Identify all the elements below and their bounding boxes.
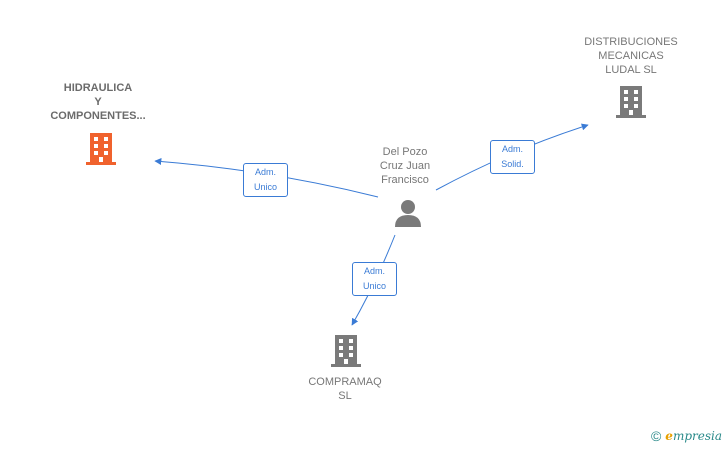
company-label-distribuciones[interactable]: DISTRIBUCIONES MECANICAS LUDAL SL (563, 35, 699, 77)
label-line: Francisco (381, 174, 429, 186)
edge-label-hidraulica[interactable]: Adm. Unico (243, 163, 288, 197)
label-line: COMPRAMAQ (308, 376, 382, 388)
brand-name: empresia (665, 429, 722, 443)
label-line: DISTRIBUCIONES (584, 36, 678, 48)
brand-rest: mpresia (672, 429, 722, 443)
edge-label-line: Unico (253, 182, 277, 192)
label-line: COMPONENTES... (50, 110, 146, 122)
person-icon[interactable] (393, 198, 423, 228)
edge-label-line: Adm. (363, 266, 385, 276)
person-label[interactable]: Del Pozo Cruz Juan Francisco (355, 145, 455, 187)
copyright-icon: © (650, 428, 662, 444)
edge-label-compramaq[interactable]: Adm. Unico (352, 262, 397, 296)
building-icon[interactable] (615, 85, 647, 119)
edge-label-line: Adm. (501, 144, 523, 154)
building-icon[interactable] (85, 132, 117, 166)
label-line: LUDAL SL (605, 64, 657, 76)
edge-label-line: Adm. (254, 167, 276, 177)
label-line: SL (338, 390, 352, 402)
building-icon[interactable] (330, 334, 362, 368)
label-line: MECANICAS (598, 50, 664, 62)
label-line: Y (94, 96, 102, 108)
brand-watermark: © empresia (651, 428, 722, 444)
edge-label-line: Unico (362, 281, 386, 291)
brand-initial: e (665, 429, 673, 443)
company-label-compramaq[interactable]: COMPRAMAQ SL (290, 375, 400, 403)
company-label-hidraulica[interactable]: HIDRAULICA Y COMPONENTES... (30, 81, 166, 123)
edge-label-line: Solid. (501, 159, 524, 169)
label-line: Del Pozo (382, 146, 428, 158)
edge-label-distribuciones[interactable]: Adm. Solid. (490, 140, 535, 174)
label-line: Cruz Juan (379, 160, 431, 172)
label-line: HIDRAULICA (63, 82, 133, 94)
